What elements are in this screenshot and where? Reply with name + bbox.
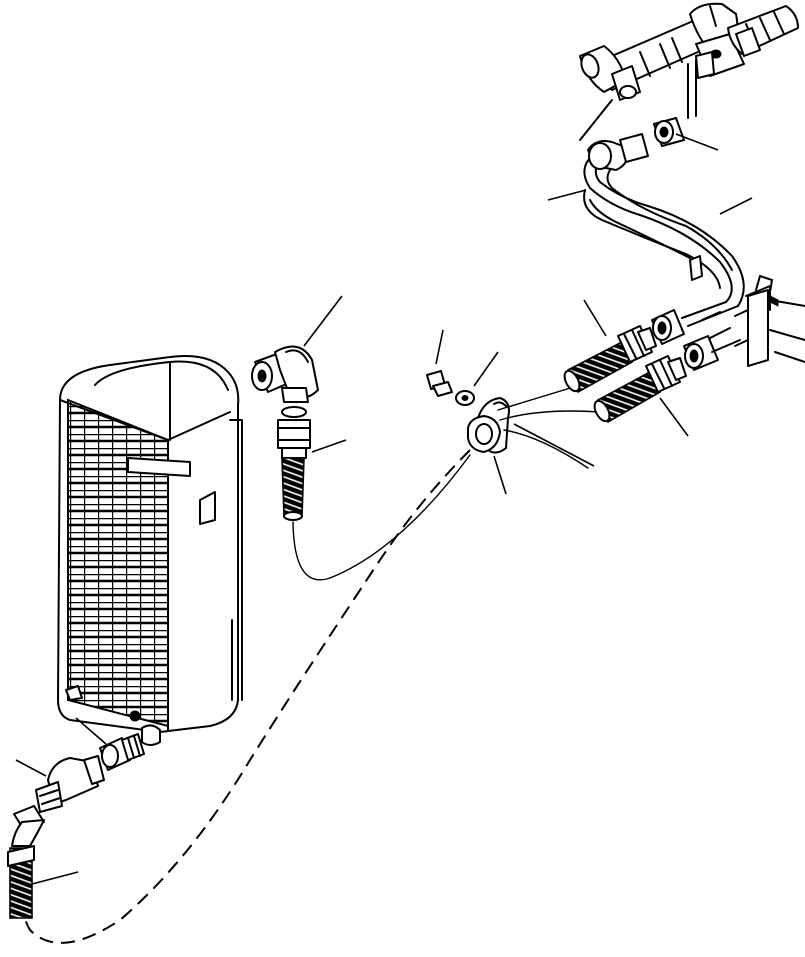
bolt bbox=[426, 370, 453, 397]
leader-line bbox=[719, 197, 753, 215]
leader-line bbox=[583, 299, 607, 337]
bottom-adapter bbox=[99, 733, 145, 771]
flexible-line bbox=[292, 454, 471, 581]
hose-clamp bbox=[467, 397, 510, 454]
hose-assemblies-right bbox=[563, 325, 687, 424]
leader-line bbox=[493, 455, 507, 495]
bottom-hose bbox=[7, 805, 45, 919]
leader-line bbox=[31, 871, 79, 885]
leader-line bbox=[547, 189, 587, 201]
tube-end-fitting bbox=[653, 117, 685, 147]
straight-connectors bbox=[651, 309, 719, 371]
leader-line bbox=[75, 717, 107, 745]
leader-line bbox=[303, 295, 343, 347]
leader-line bbox=[311, 439, 347, 453]
valve-block bbox=[579, 2, 799, 141]
elbow-fitting-top bbox=[251, 345, 319, 418]
leader-line bbox=[513, 423, 595, 467]
radiator-grille bbox=[67, 398, 169, 728]
routing-path bbox=[22, 449, 471, 944]
steel-tube-pair bbox=[583, 133, 745, 327]
leader-line bbox=[15, 759, 47, 777]
bottom-elbow bbox=[35, 755, 105, 813]
callout-leaders bbox=[15, 133, 753, 885]
leader-line bbox=[473, 351, 499, 387]
radiator bbox=[57, 355, 243, 746]
hose-with-crimp-fitting bbox=[277, 419, 311, 521]
leader-line bbox=[659, 397, 689, 437]
frame-bracket bbox=[701, 275, 805, 367]
washer bbox=[455, 390, 475, 406]
leader-line bbox=[675, 133, 719, 151]
leader-line bbox=[435, 329, 444, 365]
